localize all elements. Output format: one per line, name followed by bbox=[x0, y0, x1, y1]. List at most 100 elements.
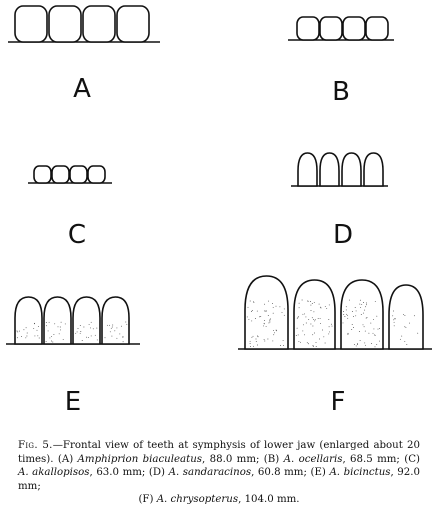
stipple-dot bbox=[267, 315, 269, 316]
stipple-dot bbox=[313, 319, 315, 320]
stipple-dot bbox=[119, 333, 121, 335]
stipple-dot bbox=[268, 322, 270, 324]
stipple-dot bbox=[45, 325, 47, 327]
stipple-dot bbox=[392, 315, 394, 317]
stipple-dot bbox=[272, 306, 274, 308]
stipple-dot bbox=[51, 335, 52, 337]
stipple-dot bbox=[360, 314, 362, 315]
stipple-dot bbox=[252, 335, 254, 337]
stipple-dot bbox=[263, 322, 265, 324]
stipple-dot bbox=[272, 303, 274, 305]
stipple-dot bbox=[409, 322, 410, 324]
stipple-dot bbox=[83, 326, 85, 328]
stipple-dot bbox=[270, 318, 271, 320]
stipple-dot bbox=[280, 345, 281, 346]
stipple-dot bbox=[379, 328, 380, 330]
stipple-dot bbox=[251, 336, 253, 338]
caption-species-b: A. ocellaris bbox=[283, 453, 343, 465]
caption-species-f: A. chrysopterus bbox=[156, 494, 239, 506]
stipple-dot bbox=[262, 325, 264, 327]
stipple-dot bbox=[59, 326, 61, 328]
stipple-dot bbox=[257, 336, 259, 338]
stipple-dot bbox=[111, 335, 113, 337]
stipple-dot bbox=[64, 323, 66, 325]
stipple-dot bbox=[394, 318, 396, 320]
stipple-dot bbox=[404, 315, 406, 317]
stipple-dot bbox=[308, 319, 310, 321]
stipple-dot bbox=[374, 300, 376, 302]
stipple-dot bbox=[343, 314, 345, 316]
stipple-dot bbox=[329, 331, 330, 333]
stipple-dot bbox=[374, 346, 376, 348]
stipple-dot bbox=[90, 321, 92, 323]
stipple-dot bbox=[313, 311, 315, 313]
stipple-dot bbox=[364, 344, 366, 346]
stipple-dot bbox=[311, 303, 313, 304]
panel-f-tooth-4 bbox=[388, 284, 424, 350]
stipple-dot bbox=[33, 327, 35, 329]
stipple-dot bbox=[405, 326, 407, 328]
stipple-dot bbox=[399, 338, 401, 340]
stipple-dot bbox=[272, 312, 274, 314]
stipple-dot bbox=[297, 316, 299, 318]
stipple-dot bbox=[267, 338, 269, 340]
stipple-dot bbox=[371, 343, 373, 344]
stipple-dot bbox=[75, 332, 77, 334]
stipple-dot bbox=[60, 321, 62, 323]
stipple-dot bbox=[323, 336, 325, 338]
stipple-dot bbox=[251, 320, 253, 322]
stipple-dot bbox=[403, 313, 405, 315]
stipple-dot bbox=[354, 307, 356, 308]
stipple-dot bbox=[269, 320, 271, 322]
stipple-dot bbox=[310, 323, 312, 325]
stipple-dot bbox=[368, 332, 370, 334]
stipple-dot bbox=[347, 317, 349, 319]
stipple-dot bbox=[255, 338, 257, 340]
stipple-dot bbox=[249, 300, 251, 302]
stipple-dot bbox=[311, 317, 313, 319]
stipple-dot bbox=[25, 337, 27, 339]
stipple-dot bbox=[247, 306, 249, 308]
stipple-dot bbox=[351, 324, 353, 325]
panel-f-label: F bbox=[331, 387, 346, 417]
caption-species-a: Amphiprion biaculeatus bbox=[77, 453, 202, 465]
stipple-dot bbox=[393, 325, 395, 327]
stipple-dot bbox=[417, 332, 419, 334]
stipple-dot bbox=[279, 306, 281, 308]
stipple-dot bbox=[260, 316, 262, 317]
stipple-dot bbox=[326, 307, 328, 309]
stipple-dot bbox=[90, 335, 92, 337]
stipple-dot bbox=[47, 330, 49, 332]
stipple-dot bbox=[273, 334, 275, 336]
stipple-dot bbox=[312, 346, 314, 348]
panel-b-tooth-4 bbox=[365, 16, 389, 41]
caption-species-c: A. akallopisos bbox=[18, 467, 90, 479]
stipple-dot bbox=[328, 304, 330, 306]
stipple-dot bbox=[355, 310, 357, 312]
panel-b-tooth-2 bbox=[319, 16, 343, 41]
stipple-dot bbox=[373, 334, 375, 336]
stipple-dot bbox=[370, 322, 372, 324]
stipple-dot bbox=[328, 326, 330, 328]
stipple-dot bbox=[81, 340, 83, 341]
caption-species-e: A. bicinctus bbox=[329, 467, 391, 479]
stipple-dot bbox=[122, 341, 124, 343]
stipple-dot bbox=[356, 342, 358, 344]
stipple-dot bbox=[393, 319, 395, 321]
stipple-dot bbox=[347, 314, 349, 316]
stipple-dot bbox=[264, 303, 266, 305]
stipple-dot bbox=[376, 344, 378, 346]
stipple-dot bbox=[96, 327, 98, 329]
stipple-dot bbox=[347, 332, 349, 334]
stipple-dot bbox=[53, 334, 55, 336]
stipple-dot bbox=[249, 343, 251, 344]
stipple-dot bbox=[297, 316, 299, 318]
stipple-dot bbox=[343, 311, 344, 312]
stipple-dot bbox=[79, 325, 81, 326]
stipple-dot bbox=[114, 330, 116, 332]
stipple-dot bbox=[359, 340, 361, 342]
stipple-dot bbox=[122, 336, 124, 338]
stipple-dot bbox=[109, 331, 111, 333]
stipple-dot bbox=[48, 321, 50, 323]
stipple-dot bbox=[296, 327, 298, 329]
